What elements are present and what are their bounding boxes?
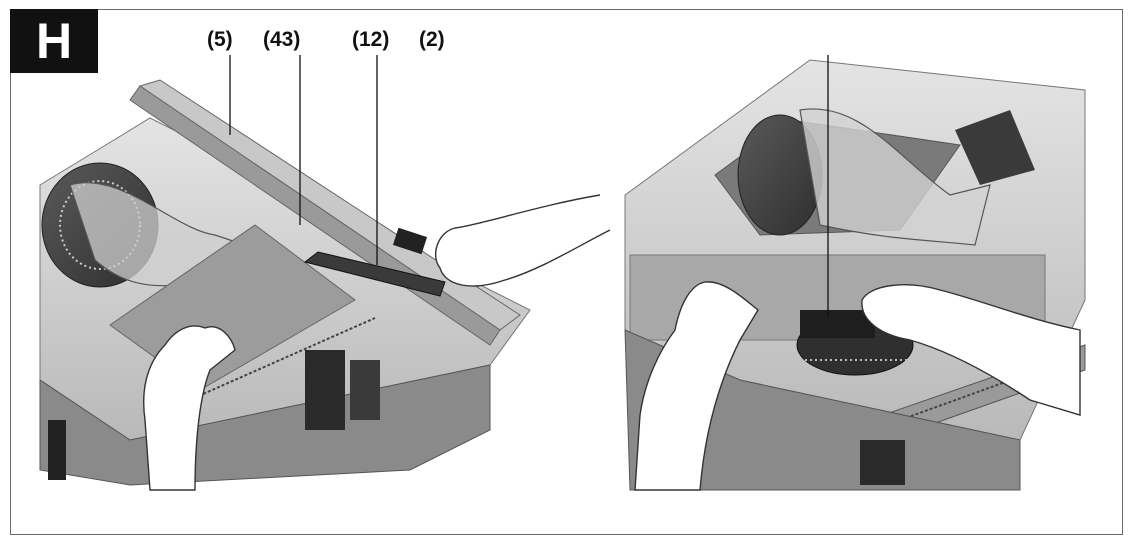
left-hand-right-view [634,281,759,491]
left-hand-left-view [143,325,236,491]
blade-guard-right [799,108,991,246]
right-hand-left-view [435,194,611,287]
callout-label-12: (12) [352,28,390,51]
callout-label-43: (43) [263,28,301,51]
push-stick [303,251,446,297]
figure-frame [10,9,1123,535]
leg-left [48,420,66,480]
base-bracket-2 [350,360,380,420]
callout-label-5: (5) [207,28,233,51]
base-bracket [305,350,345,430]
miter-gauge-face [800,310,875,338]
table-slot [955,110,1035,185]
base-bracket-right [860,440,905,485]
fence-lock [392,227,428,255]
left-illustration [39,79,611,491]
callout-label-2: (2) [419,28,445,51]
right-illustration [624,59,1086,491]
leader-lines-left [229,55,378,265]
figure-badge: H [10,9,98,73]
right-hand-right-view [861,284,1081,416]
